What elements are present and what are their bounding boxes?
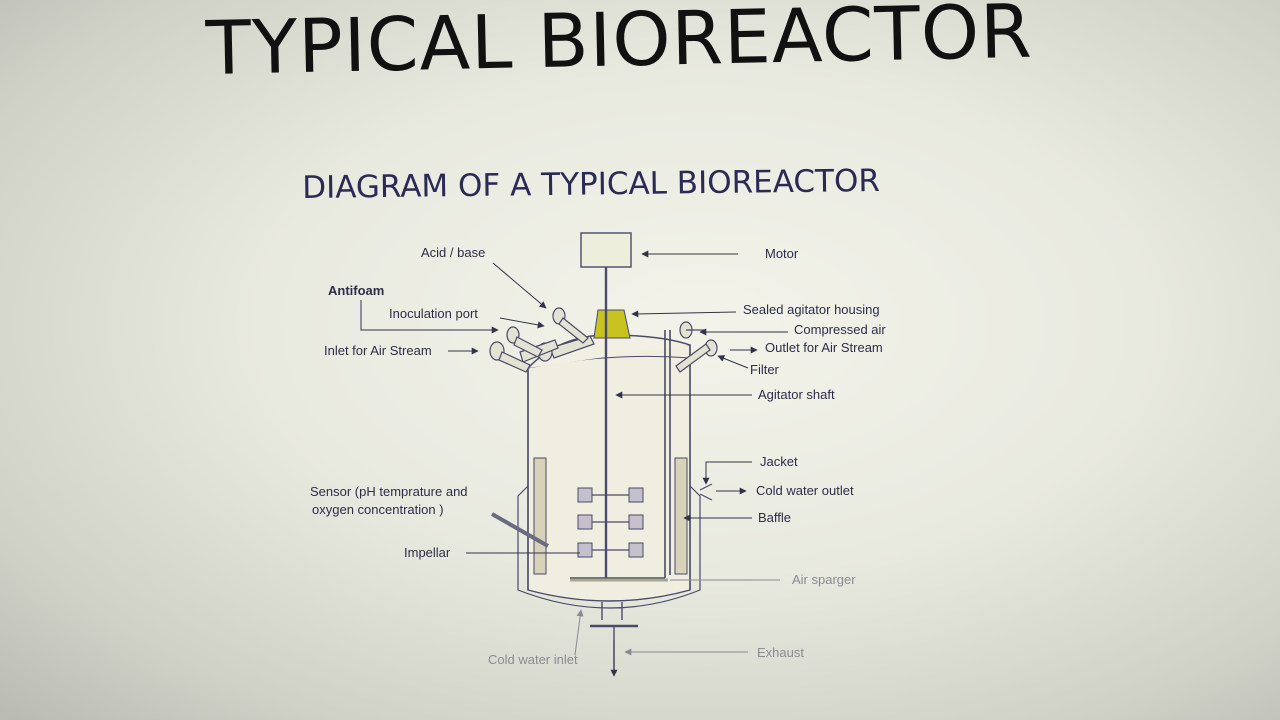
sealed-agitator-housing xyxy=(593,309,631,339)
label-filter: Filter xyxy=(750,362,780,377)
label-inoculation-port: Inoculation port xyxy=(389,306,478,321)
sensor-probe xyxy=(491,512,549,548)
label-outlet-air: Outlet for Air Stream xyxy=(765,340,883,355)
cold-water-outlet-nozzle xyxy=(699,483,713,501)
label-acid-base: Acid / base xyxy=(421,245,485,260)
label-jacket: Jacket xyxy=(760,454,798,469)
label-baffle: Baffle xyxy=(758,510,791,525)
baffle-left xyxy=(533,457,547,575)
label-inlet-air: Inlet for Air Stream xyxy=(324,343,432,358)
label-sensor-line2: oxygen concentration ) xyxy=(312,502,444,517)
label-agitator-shaft: Agitator shaft xyxy=(758,387,835,402)
top-left-ports xyxy=(489,307,595,373)
jacket xyxy=(517,485,701,609)
label-compressed-air: Compressed air xyxy=(794,322,886,337)
label-exhaust: Exhaust xyxy=(757,645,804,660)
label-motor: Motor xyxy=(765,246,799,261)
label-sealed-housing: Sealed agitator housing xyxy=(743,302,880,317)
label-cold-water-inlet: Cold water inlet xyxy=(488,652,578,667)
top-right-ports xyxy=(675,321,718,373)
label-sensor-line1: Sensor (pH temprature and xyxy=(310,484,468,499)
motor-box xyxy=(580,232,632,268)
label-antifoam: Antifoam xyxy=(328,283,384,298)
air-sparger xyxy=(570,330,671,579)
label-cold-water-outlet: Cold water outlet xyxy=(756,483,854,498)
label-air-sparger: Air sparger xyxy=(792,572,856,587)
baffle-right xyxy=(674,457,688,575)
label-impellar: Impellar xyxy=(404,545,451,560)
impeller-blades xyxy=(577,487,644,558)
